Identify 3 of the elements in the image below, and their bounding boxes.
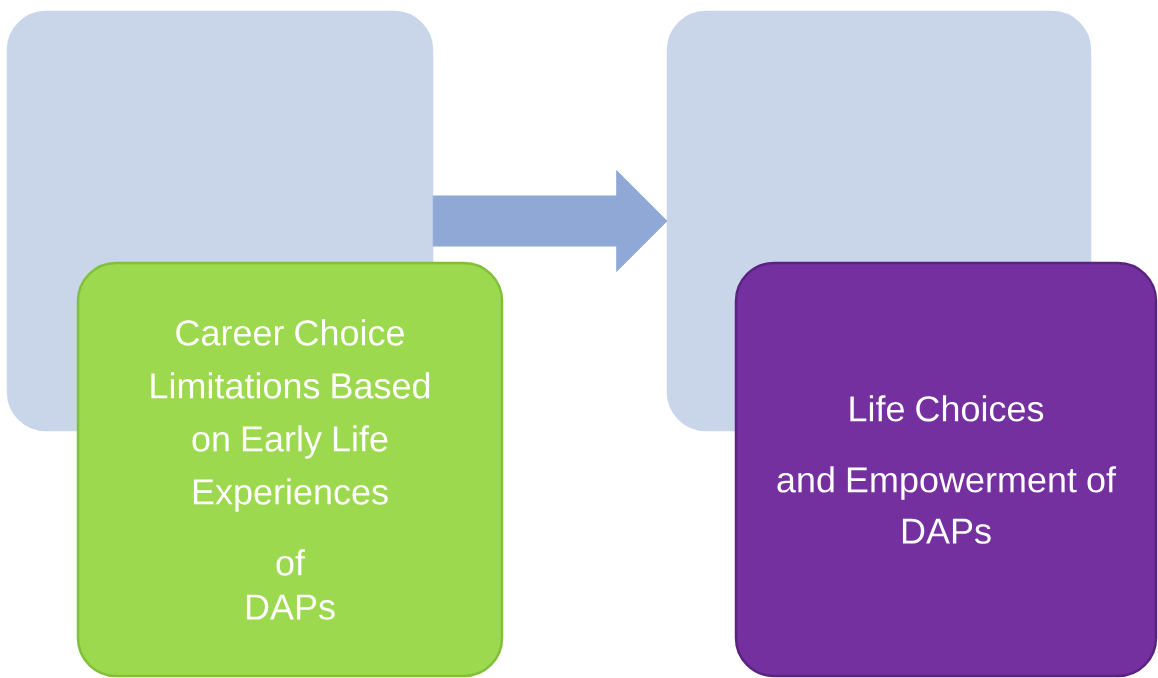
process-box: Life Choices and Empowerment of DAPs bbox=[734, 261, 1158, 678]
block-arrow bbox=[432, 170, 668, 272]
process-box: Career Choice Limitations Based on Early Life Experiences of DAPs bbox=[76, 261, 504, 678]
